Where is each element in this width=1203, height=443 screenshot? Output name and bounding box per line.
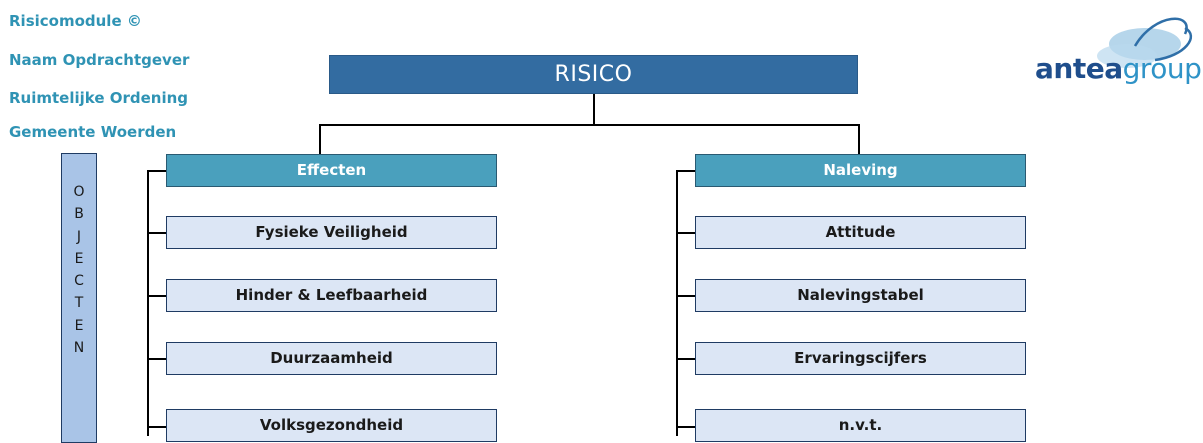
objecten-letter: J bbox=[76, 228, 82, 245]
right-branch-drop-line bbox=[858, 124, 860, 154]
objecten-letter: B bbox=[74, 206, 84, 223]
nalevingstabel-box[interactable]: Nalevingstabel bbox=[695, 279, 1026, 312]
nvt-box[interactable]: n.v.t. bbox=[695, 409, 1026, 442]
right-tick-item-4 bbox=[676, 426, 696, 428]
objecten-letters: O B J E C T E N bbox=[62, 181, 96, 359]
volksgezondheid-box[interactable]: Volksgezondheid bbox=[166, 409, 497, 442]
objecten-letter: E bbox=[74, 250, 84, 267]
objecten-letter: E bbox=[74, 317, 84, 334]
objecten-letter: C bbox=[74, 273, 84, 290]
right-tick-item-1 bbox=[676, 232, 696, 234]
effecten-category-box[interactable]: Effecten bbox=[166, 154, 497, 187]
right-spine-line bbox=[676, 170, 678, 436]
logo-swirl-icon bbox=[1097, 17, 1192, 68]
ervaringscijfers-box[interactable]: Ervaringscijfers bbox=[695, 342, 1026, 375]
attitude-box[interactable]: Attitude bbox=[695, 216, 1026, 249]
header-title: Risicomodule © bbox=[9, 12, 142, 30]
hinder-leefbaarheid-box[interactable]: Hinder & Leefbaarheid bbox=[166, 279, 497, 312]
duurzaamheid-box[interactable]: Duurzaamheid bbox=[166, 342, 497, 375]
naleving-category-box[interactable]: Naleving bbox=[695, 154, 1026, 187]
left-tick-item-1 bbox=[147, 232, 167, 234]
left-tick-item-2 bbox=[147, 295, 167, 297]
logo-text-group: group bbox=[1122, 52, 1202, 85]
left-tick-item-4 bbox=[147, 426, 167, 428]
left-tick-category bbox=[147, 170, 167, 172]
root-horizontal-line bbox=[319, 124, 860, 126]
header-client: Naam Opdrachtgever bbox=[9, 51, 190, 69]
logo-text-antea: antea bbox=[1035, 52, 1123, 85]
risico-root-box[interactable]: RISICO bbox=[329, 55, 858, 94]
objecten-bar[interactable]: O B J E C T E N bbox=[61, 153, 97, 443]
left-branch-drop-line bbox=[319, 124, 321, 154]
objecten-letter: T bbox=[74, 295, 84, 312]
left-tick-item-3 bbox=[147, 358, 167, 360]
logo-wordmark: anteagroup bbox=[1035, 52, 1202, 85]
objecten-letter: N bbox=[73, 340, 85, 357]
objecten-letter: O bbox=[73, 184, 85, 200]
right-tick-item-3 bbox=[676, 358, 696, 360]
fysieke-veiligheid-box[interactable]: Fysieke Veiligheid bbox=[166, 216, 497, 249]
right-tick-category bbox=[676, 170, 696, 172]
header-domain: Ruimtelijke Ordening bbox=[9, 89, 189, 107]
header-municipality: Gemeente Woerden bbox=[9, 123, 177, 141]
right-tick-item-2 bbox=[676, 295, 696, 297]
antea-group-logo: anteagroup bbox=[1035, 16, 1203, 111]
root-stem-line bbox=[593, 94, 595, 125]
left-spine-line bbox=[147, 170, 149, 436]
